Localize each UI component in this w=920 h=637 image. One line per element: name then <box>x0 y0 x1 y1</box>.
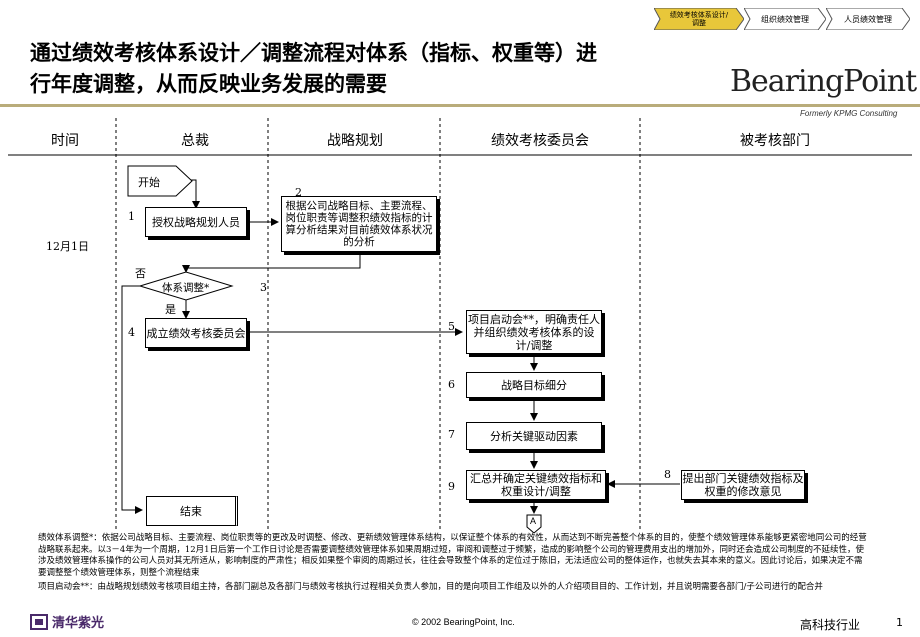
column-header-department: 被考核部门 <box>740 133 810 149</box>
step-1-box: 授权战略规划人员 <box>145 207 247 237</box>
footer-brand: 清华紫光 <box>30 612 104 631</box>
step-1-label: 授权战略规划人员 <box>152 215 240 229</box>
column-header-committee: 绩效考核委员会 <box>491 133 589 149</box>
chevron-shape <box>744 8 826 30</box>
column-header-strategy: 战略规划 <box>327 133 383 149</box>
step-8-label: 提出部门关键绩效指标及权重的修改意见 <box>682 472 804 498</box>
nav-step-active[interactable]: 绩效考核体系设计/调整 <box>654 8 744 30</box>
nav-step-people[interactable]: 人员绩效管理 <box>826 8 910 30</box>
logo-subtitle: Formerly KPMG Consulting <box>800 109 898 118</box>
decision-no-label: 否 <box>135 267 146 280</box>
nav-step-label: 组织绩效管理 <box>761 14 809 24</box>
step-5-number: 5 <box>448 320 455 333</box>
step-1-number: 1 <box>128 210 135 223</box>
connector-label: A <box>530 516 537 526</box>
step-2-box: 根据公司战略目标、主要流程、岗位职责等调整积绩效指标的计算分析结果对目前绩效体系… <box>281 196 437 252</box>
step-6-number: 6 <box>448 378 455 391</box>
step-9-box: 汇总并确定关键绩效指标和权重设计/调整 <box>466 470 606 500</box>
column-header-time: 时间 <box>51 133 79 149</box>
chevron-shape <box>826 8 910 30</box>
step-4-box: 成立绩效考核委员会 <box>145 318 247 348</box>
bearingpoint-logo: BearingPoint <box>730 64 917 99</box>
note-system-adjust: 绩效体系调整*：依据公司战略目标、主要流程、岗位职责等的更改及时调整、修改、更新… <box>38 533 867 578</box>
nav-step-label: 人员绩效管理 <box>844 14 892 24</box>
column-header-president: 总裁 <box>181 133 209 149</box>
step-5-box: 项目启动会**，明确责任人并组织绩效考核体系的设计/调整 <box>466 310 602 354</box>
page-title-line2: 行年度调整，从而反映业务发展的需要 <box>30 72 387 96</box>
end-box: 结束 <box>146 496 238 526</box>
step-6-label: 战略目标细分 <box>501 378 567 392</box>
end-label: 结束 <box>180 504 202 518</box>
step-9-number: 9 <box>448 480 455 493</box>
brand-name: 清华紫光 <box>52 616 105 631</box>
time-label: 12月1日 <box>46 240 89 253</box>
page-title: 通过绩效考核体系设计／调整流程对体系（指标、权重等）进 行年度调整，从而反映业务… <box>30 38 670 100</box>
step-7-label: 分析关键驱动因素 <box>490 429 578 443</box>
swimlane-grid <box>8 118 912 530</box>
page-number: 1 <box>896 616 903 629</box>
step-3-number: 3 <box>260 281 267 294</box>
page-title-line1: 通过绩效考核体系设计／调整流程对体系（指标、权重等）进 <box>30 41 597 65</box>
step-5-label: 项目启动会**，明确责任人并组织绩效考核体系的设计/调整 <box>468 312 600 352</box>
connector-shape <box>526 514 542 534</box>
step-9-label: 汇总并确定关键绩效指标和权重设计/调整 <box>470 472 602 498</box>
decision-yes-label: 是 <box>165 303 176 316</box>
title-divider <box>0 104 920 107</box>
start-shape <box>127 165 193 197</box>
step-7-box: 分析关键驱动因素 <box>466 422 602 450</box>
note-kickoff: 项目启动会**：由战略规划绩效考核项目组主持，各部门副总及各部门与绩效考核执行过… <box>38 582 823 592</box>
decision-diamond <box>138 271 234 301</box>
decision-label: 体系调整* <box>162 282 210 294</box>
step-7-number: 7 <box>448 428 455 441</box>
start-label: 开始 <box>138 176 160 189</box>
chevron-shape <box>654 8 744 30</box>
step-8-box: 提出部门关键绩效指标及权重的修改意见 <box>681 470 805 500</box>
brand-logo-icon <box>30 613 48 630</box>
copyright: © 2002 BearingPoint, Inc. <box>412 617 515 627</box>
step-4-label: 成立绩效考核委员会 <box>146 326 246 340</box>
industry-label: 高科技行业 <box>800 618 861 632</box>
step-6-box: 战略目标细分 <box>466 372 602 398</box>
nav-step-org[interactable]: 组织绩效管理 <box>744 8 826 30</box>
step-8-number: 8 <box>664 468 671 481</box>
step-2-number: 2 <box>295 186 302 199</box>
nav-step-label: 绩效考核体系设计/调整 <box>669 11 729 27</box>
step-4-number: 4 <box>128 326 135 339</box>
step-2-label: 根据公司战略目标、主要流程、岗位职责等调整积绩效指标的计算分析结果对目前绩效体系… <box>285 200 433 248</box>
